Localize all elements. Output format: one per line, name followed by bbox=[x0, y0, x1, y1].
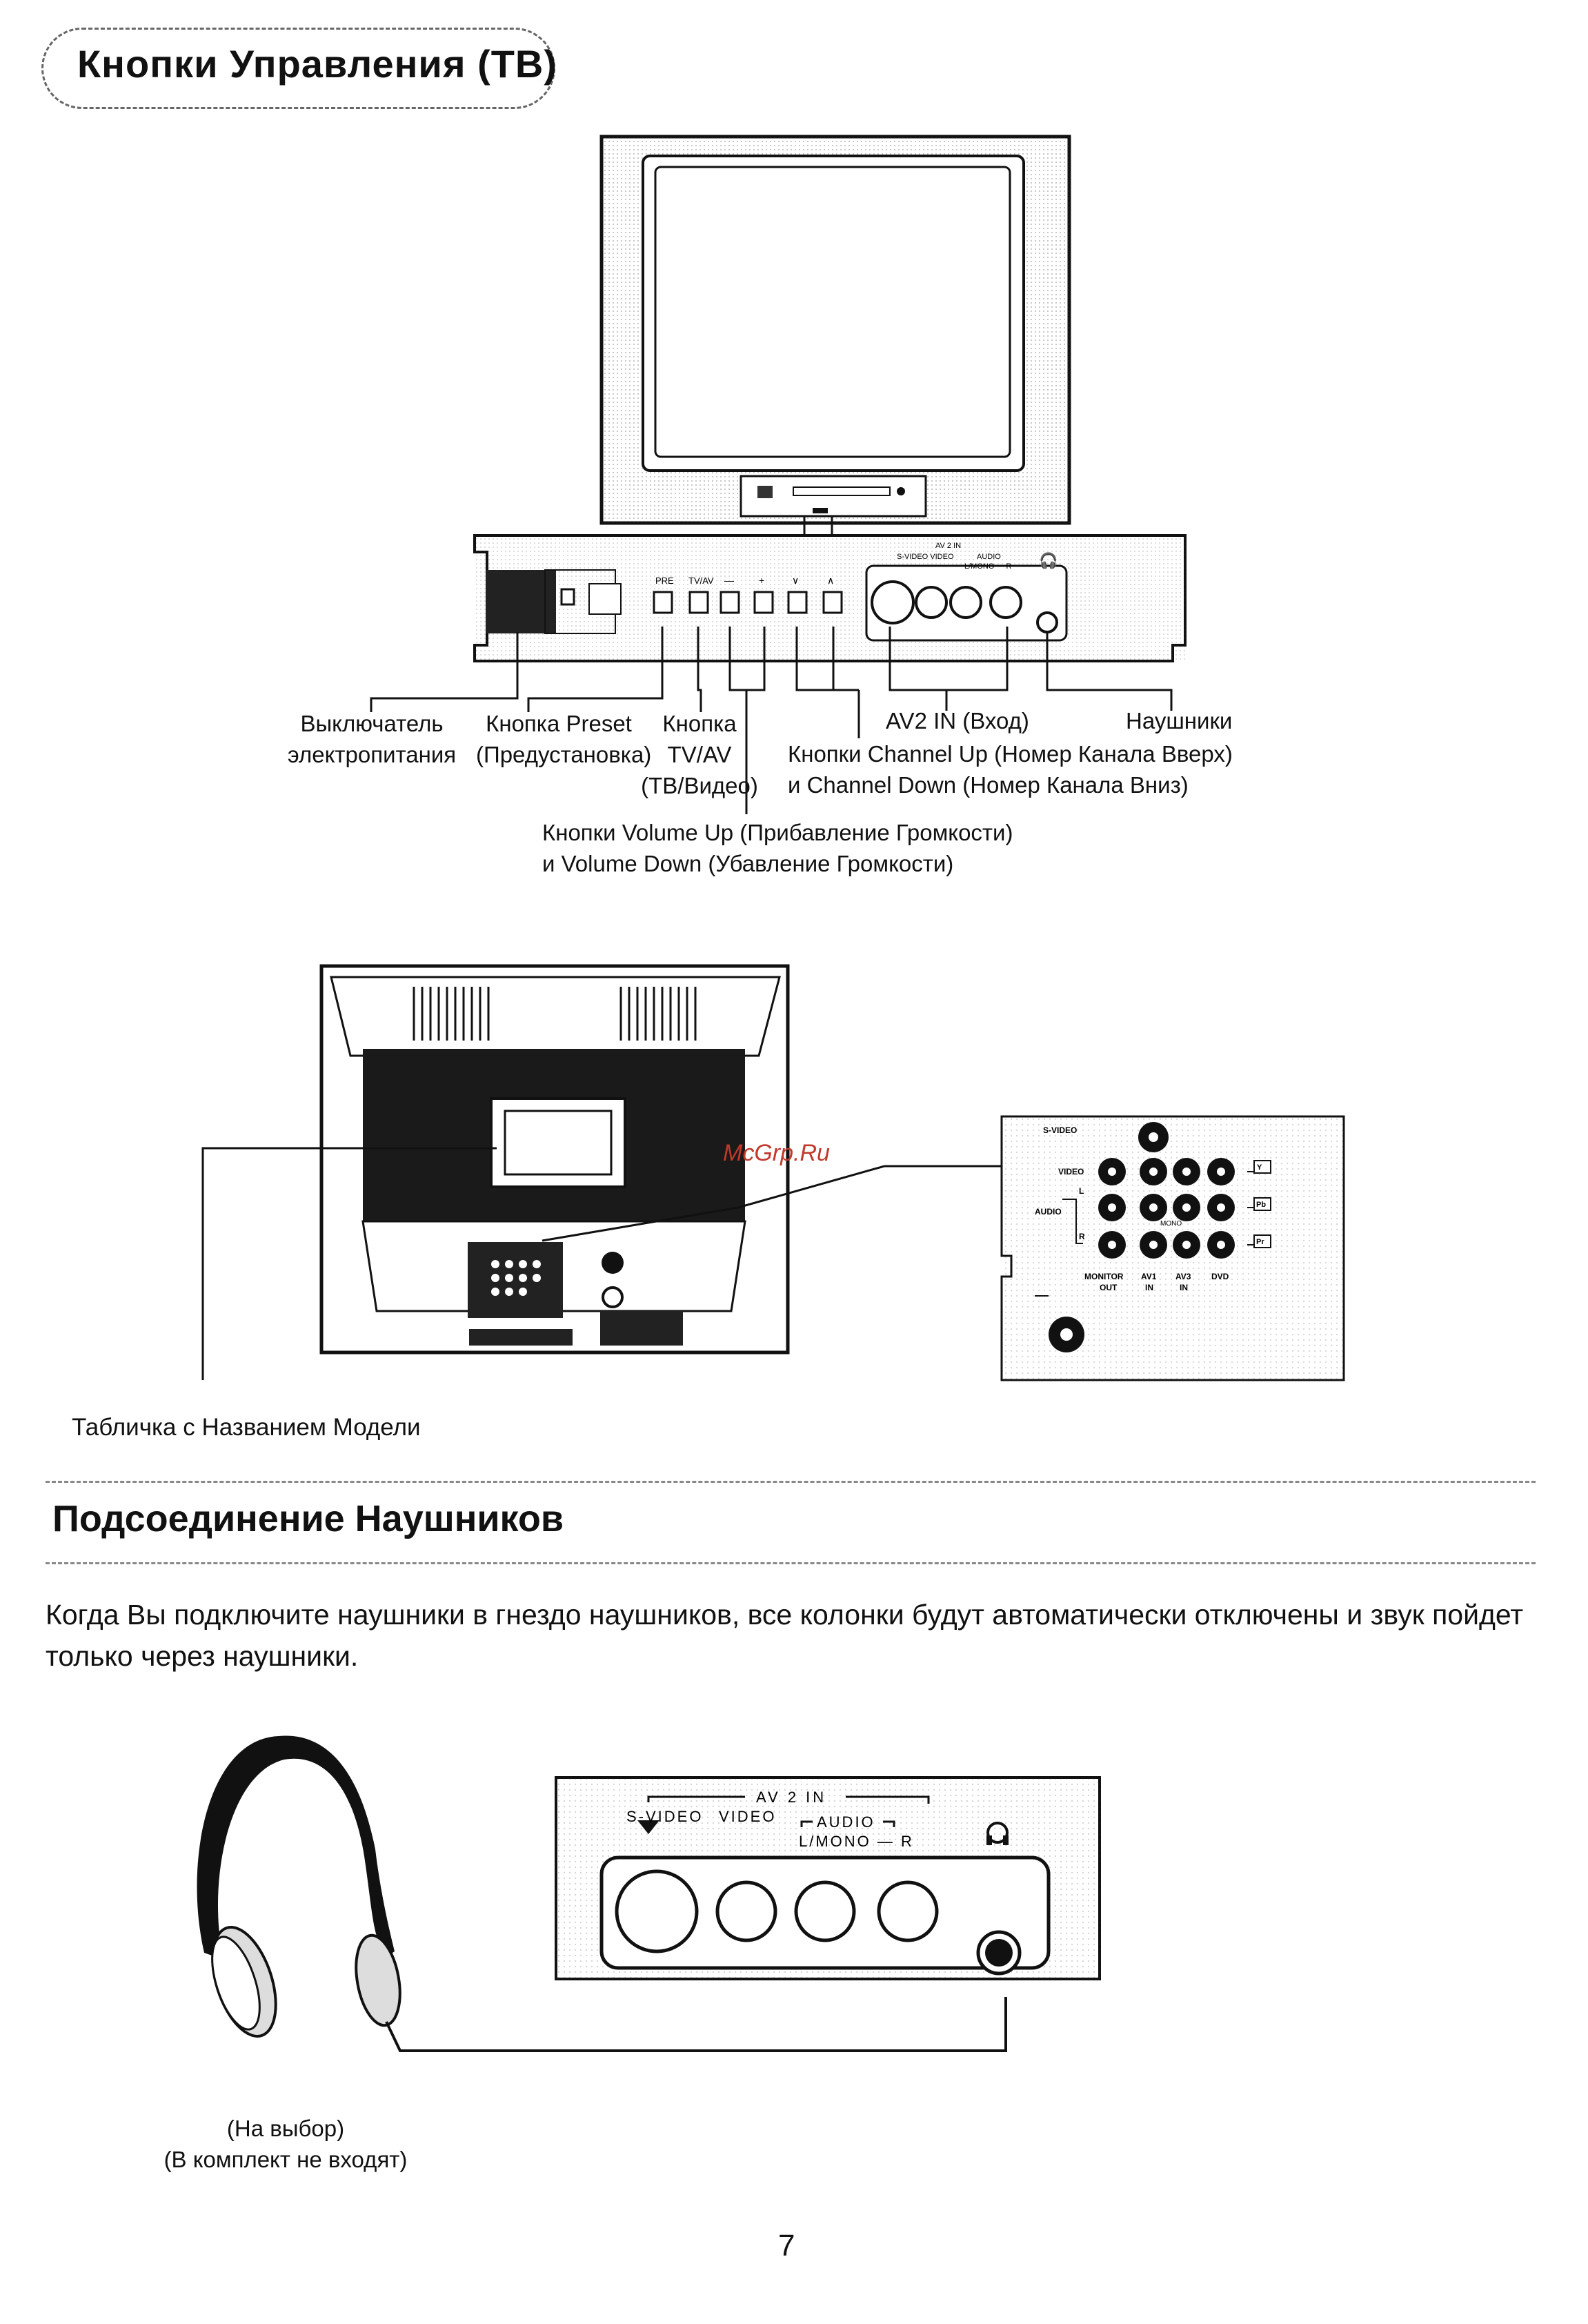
leader-lines bbox=[370, 627, 1173, 814]
section-paragraph: Когда Вы подключите наушники в гнездо на… bbox=[46, 1599, 1524, 1672]
label-headphones: Наушники bbox=[1126, 708, 1233, 733]
jack-audio-label: AUDIO bbox=[1035, 1207, 1062, 1217]
tv-front-illustration bbox=[599, 135, 1071, 525]
jack-av3-in-label: IN bbox=[1180, 1283, 1188, 1292]
section-title-headphones: Подсоединение Наушников bbox=[52, 1498, 564, 1539]
tag-ch-down: ∨ bbox=[792, 575, 799, 586]
page-title: Кнопки Управления (ТВ) bbox=[77, 42, 558, 86]
av2-detail-panel: AV 2 IN S-VIDEO VIDEO AUDIO L/MONO — R bbox=[555, 1776, 1101, 1980]
rear-jack-panel: S-VIDEO VIDEO L AUDIO R MONO Y Pb Pr MON… bbox=[1000, 1115, 1345, 1381]
jack-l-label: L bbox=[1079, 1186, 1084, 1196]
jack-out-label: OUT bbox=[1100, 1283, 1118, 1292]
tag-tvav: TV/AV bbox=[688, 575, 714, 586]
headphone-diagram: AV 2 IN S-VIDEO VIDEO AUDIO L/MONO — R bbox=[197, 1735, 1101, 2052]
jack-mono-label: MONO bbox=[1160, 1220, 1182, 1228]
section-rule-top bbox=[46, 1481, 1536, 1483]
tag-av2in: AV 2 IN bbox=[935, 542, 961, 550]
label-volume: Кнопки Volume Up (Прибавление Громкости)… bbox=[542, 820, 1013, 876]
jack-svideo-label: S-VIDEO bbox=[1043, 1125, 1077, 1135]
jack-pr-label: Pr bbox=[1256, 1238, 1264, 1246]
front-av2-sockets: AV 2 IN S-VIDEO VIDEO AUDIO L/MONO — R 🎧 bbox=[865, 542, 1068, 642]
label-av2: AV2 IN (Вход) bbox=[886, 708, 1029, 733]
headphones-illustration bbox=[197, 1735, 1007, 2052]
jack-y-label: Y bbox=[1257, 1163, 1262, 1172]
detail-headphone-icon bbox=[986, 1822, 1009, 1845]
jack-av1-label: AV1 bbox=[1141, 1272, 1157, 1281]
rear-tv-diagram: S-VIDEO VIDEO L AUDIO R MONO Y Pb Pr MON… bbox=[201, 964, 1345, 1381]
detail-video-label: VIDEO bbox=[719, 1808, 776, 1825]
detail-lmono-label: L/MONO — R bbox=[799, 1833, 914, 1850]
detail-av2in-label: AV 2 IN bbox=[756, 1789, 826, 1806]
front-control-panel: PRE TV/AV — + ∨ ∧ AV 2 IN S-VIDEO VIDEO … bbox=[473, 534, 1187, 662]
tag-audio: AUDIO bbox=[977, 553, 1001, 561]
jack-video-label: VIDEO bbox=[1058, 1167, 1084, 1176]
front-tv-diagram: PRE TV/AV — + ∨ ∧ AV 2 IN S-VIDEO VIDEO … bbox=[370, 135, 1187, 814]
tag-lmono: L/MONO — R bbox=[964, 562, 1012, 571]
label-channel: Кнопки Channel Up (Номер Канала Вверх)и … bbox=[788, 741, 1233, 798]
label-optional: (На выбор)(В комплект не входят) bbox=[163, 2116, 408, 2172]
label-model-plate: Табличка с Названием Модели bbox=[72, 1414, 421, 1441]
tag-vol-up: + bbox=[759, 575, 764, 586]
page-number: 7 bbox=[778, 2229, 795, 2263]
jack-dvd-label: DVD bbox=[1211, 1272, 1229, 1281]
tag-svideo-video: S-VIDEO VIDEO bbox=[897, 553, 954, 561]
jack-av1-in-label: IN bbox=[1145, 1283, 1153, 1292]
jack-r-label: R bbox=[1079, 1232, 1085, 1241]
jack-av3-label: AV3 bbox=[1175, 1272, 1191, 1281]
tag-vol-down: — bbox=[724, 575, 734, 586]
tv-rear-illustration bbox=[319, 964, 790, 1355]
detail-audio-label: AUDIO bbox=[817, 1813, 875, 1831]
tag-pre: PRE bbox=[655, 575, 674, 586]
tag-ch-up: ∧ bbox=[827, 575, 834, 586]
jack-monitor-label: MONITOR bbox=[1084, 1272, 1124, 1281]
title-frame bbox=[41, 28, 555, 109]
watermark: McGrp.Ru bbox=[723, 1140, 830, 1166]
detail-svideo-label: S-VIDEO bbox=[626, 1808, 703, 1825]
front-buttons: PRE TV/AV — + ∨ ∧ bbox=[653, 575, 843, 614]
headphone-icon: 🎧 bbox=[1039, 552, 1058, 569]
label-preset: Кнопка Preset(Предустановка) bbox=[476, 711, 652, 767]
section-rule-bottom bbox=[46, 1562, 1536, 1564]
jack-pb-label: Pb bbox=[1256, 1201, 1266, 1209]
